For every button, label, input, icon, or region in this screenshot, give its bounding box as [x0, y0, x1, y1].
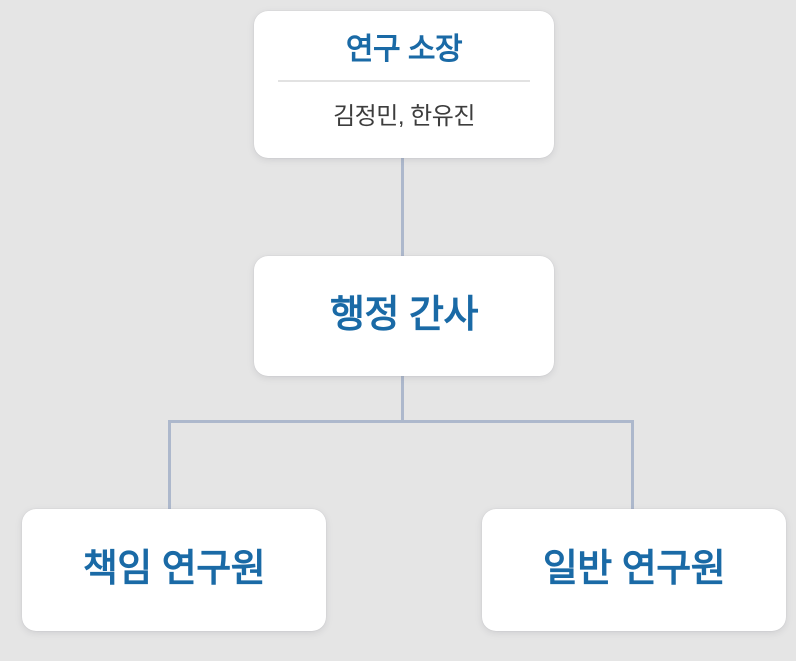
node-general-researcher[interactable]: 일반 연구원	[482, 509, 786, 631]
node-director-title: 연구 소장	[345, 33, 463, 66]
connector-director-to-secretary	[401, 157, 404, 258]
node-principal-researcher[interactable]: 책임 연구원	[22, 509, 326, 631]
node-secretary[interactable]: 행정 간사	[254, 256, 554, 376]
node-director-members: 김정민, 한유진	[333, 102, 475, 130]
connector-to-principal-researcher	[168, 420, 171, 510]
node-secretary-title: 행정 간사	[330, 294, 478, 337]
connector-secretary-trunk	[401, 375, 404, 422]
node-director[interactable]: 연구 소장 김정민, 한유진	[254, 11, 554, 158]
node-general-researcher-title: 일반 연구원	[542, 548, 726, 591]
connector-horizontal-bus	[168, 420, 634, 423]
node-principal-researcher-title: 책임 연구원	[82, 548, 266, 591]
connector-to-general-researcher	[631, 420, 634, 510]
node-director-divider	[278, 79, 530, 82]
